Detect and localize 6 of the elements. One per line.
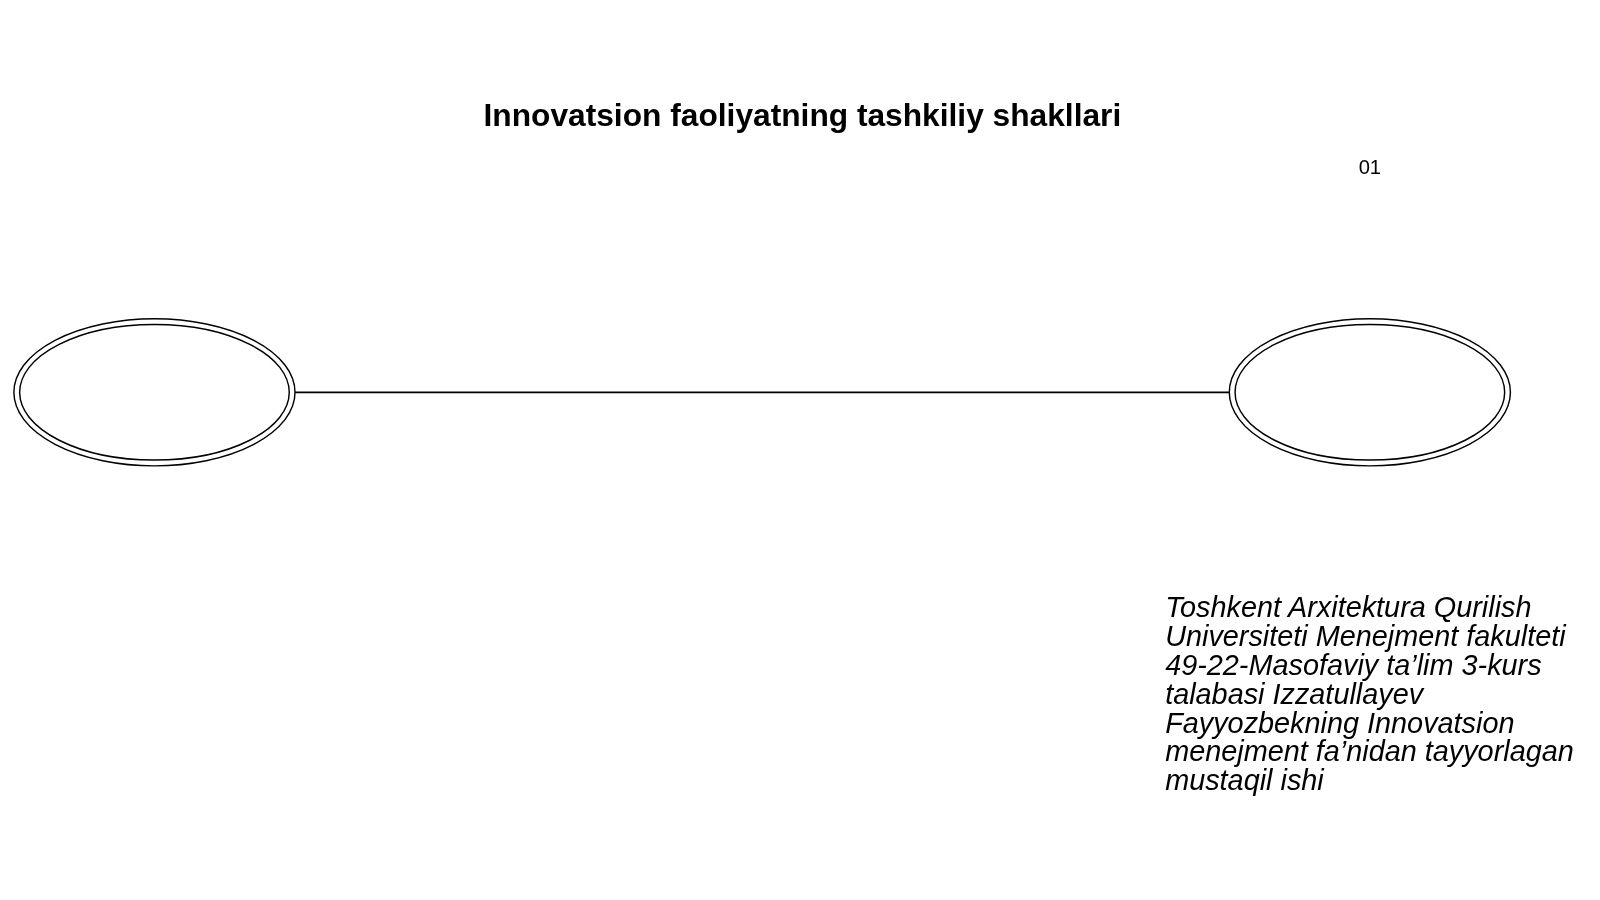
node-circle: [1228, 318, 1512, 467]
label: Toshkent Arxitektura Qurilish Universiteti Menejment fakulteti 49-22-Masofaviy ta’lim 3-kurs talabasi Izzatullayev Fayyozbekning Innovatsion menejment fa’nidan tayyorlagan mustaqil ishi: [1165, 591, 1574, 797]
connector: [294, 391, 1231, 394]
node-circle: [13, 318, 296, 467]
label: 01: [1358, 156, 1382, 179]
diagram-title: Innovatsion faoliyatning tashkiliy shakllari: [483, 97, 1122, 134]
